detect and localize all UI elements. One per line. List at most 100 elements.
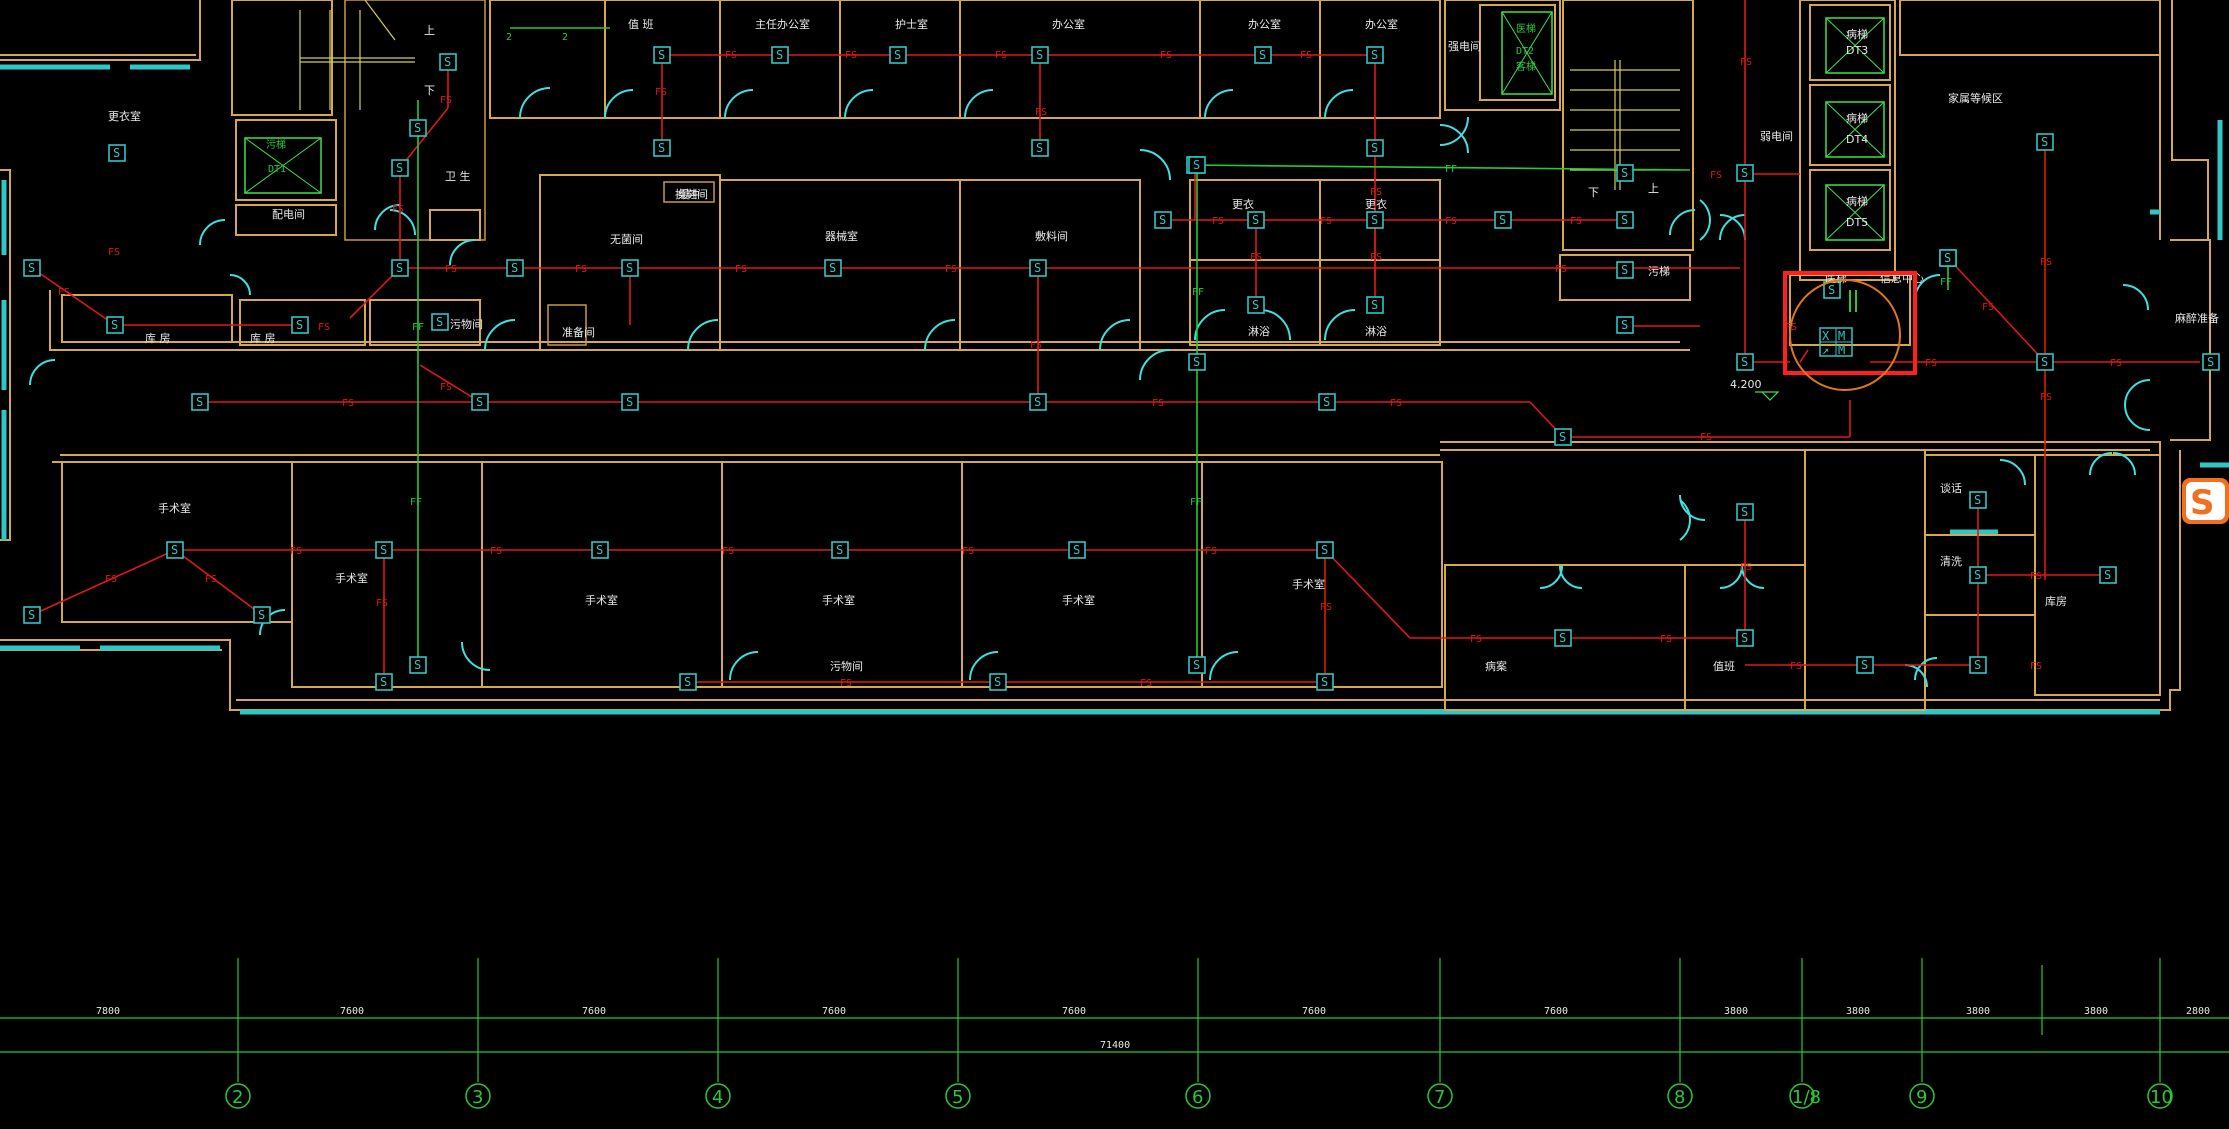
smoke-detector-icon: S [1969, 656, 1987, 674]
smoke-detector-symbol: S [1559, 631, 1566, 645]
fs-label: FS [1035, 107, 1047, 118]
room-label: 污梯 [1648, 265, 1670, 278]
smoke-detector-icon: S [375, 541, 393, 559]
ff-label-1: FF [412, 322, 424, 333]
smoke-detector-symbol: S [1741, 505, 1748, 519]
dimension-span: 3800 [2084, 1006, 2108, 1017]
room-label: 无菌间 [610, 233, 643, 246]
fs-label: FS [342, 398, 354, 409]
smoke-detector-icon: S [471, 393, 489, 411]
smoke-detector-symbol: S [476, 395, 483, 409]
panel-symbol: X M ↗ M [1819, 327, 1853, 357]
doors [29, 87, 2151, 688]
axis-bubble [945, 1083, 971, 1109]
dimension-span: 7600 [1302, 1006, 1326, 1017]
axis-bubble [225, 1083, 251, 1109]
panel-symbol-m2: M [1838, 343, 1845, 357]
fs-label: FS [1250, 252, 1262, 263]
stair-up-label-right: 上 [1648, 182, 1659, 195]
smoke-detector-icon: S [23, 259, 41, 277]
smoke-detector-symbol: S [1323, 395, 1330, 409]
fs-label: FS [1470, 634, 1482, 645]
sogou-icon-glyph: S [2190, 483, 2215, 523]
fs-label: FS [722, 546, 734, 557]
room-label: 值班 [1713, 660, 1735, 673]
fs-label: FS [490, 546, 502, 557]
smoke-detector-symbol: S [1944, 251, 1951, 265]
smoke-detector-icon: S [1247, 296, 1265, 314]
fs-label: FS [1790, 661, 1802, 672]
fs-label: FS [1320, 216, 1332, 227]
smoke-detector-icon: S [1366, 296, 1384, 314]
fs-label: FS [58, 287, 70, 298]
room-label: 更衣 [1365, 197, 1387, 211]
smoke-detector-symbol: S [658, 141, 665, 155]
dimension-lines [0, 1017, 2229, 1053]
room-label: 换鞋间 [675, 187, 708, 201]
room-label: 家属等候区 [1948, 91, 2003, 105]
smoke-detector-symbol: S [1073, 543, 1080, 557]
dimension-total: 71400 [1100, 1040, 1130, 1051]
fs-label: FS [392, 204, 404, 215]
dimension-span: 7800 [96, 1006, 120, 1017]
axis-bubble [1185, 1083, 1211, 1109]
smoke-detector-symbol: S [1193, 658, 1200, 672]
elevator-dt2: 医梯 DT2 客梯 [1501, 11, 1553, 95]
elevator-dt4: 病梯 DT4 [1825, 101, 1885, 158]
smoke-detector-symbol: S [994, 675, 1001, 689]
room-label: 更衣室 [108, 109, 141, 123]
smoke-detector-icon: S [108, 144, 126, 162]
room-label: 手术室 [822, 593, 855, 607]
fs-label: FS [318, 322, 330, 333]
dimension-span: 3800 [1966, 1006, 1990, 1017]
smoke-detector-icon: S [889, 46, 907, 64]
smoke-detector-symbol: S [2207, 355, 2214, 369]
smoke-detector-icon: S [1554, 629, 1572, 647]
smoke-detector-symbol: S [396, 161, 403, 175]
fs-label: FS [962, 546, 974, 557]
room-label: 污物间 [830, 659, 863, 673]
glazing [0, 64, 2229, 715]
fs-label: FS [1320, 602, 1332, 613]
elevator-dt5-id: DT5 [1846, 216, 1868, 229]
fs-label: FS [1370, 252, 1382, 263]
fs-label: FS [1570, 216, 1582, 227]
smoke-detector-icon: S [1969, 566, 1987, 584]
smoke-detector-icon: S [1939, 249, 1957, 267]
fs-label: FS [655, 87, 667, 98]
smoke-detector-icon: S [679, 673, 697, 691]
fs-label: FS [290, 546, 302, 557]
smoke-detector-symbol: S [28, 261, 35, 275]
fs-label: FS [1140, 678, 1152, 689]
sogou-input-icon[interactable]: S [2182, 478, 2229, 524]
axis-label: 3 [472, 1087, 483, 1108]
smoke-detector-symbol: S [1159, 213, 1166, 227]
smoke-detector-icon: S [989, 673, 1007, 691]
smoke-detector-symbol: S [1741, 166, 1748, 180]
smoke-detector-symbol: S [894, 48, 901, 62]
smoke-detector-symbol: S [684, 675, 691, 689]
axis-bubble [705, 1083, 731, 1109]
highlight-box[interactable] [1783, 271, 1917, 375]
smoke-detector-icon: S [1068, 541, 1086, 559]
panel-symbol-m: M [1838, 329, 1845, 343]
room-label: 更衣 [1232, 197, 1254, 211]
smoke-detector-symbol: S [511, 261, 518, 275]
smoke-detector-symbol: S [436, 315, 443, 329]
fs-label: FS [376, 598, 388, 609]
smoke-detector-symbol: S [1974, 658, 1981, 672]
fs-label: FS [945, 264, 957, 275]
highlight-annotation[interactable]: X M ↗ M [1775, 265, 1917, 406]
smoke-detector-icon: S [771, 46, 789, 64]
fs-label: FS [1370, 187, 1382, 198]
room-number-a: 2 [506, 32, 512, 43]
smoke-detector-symbol: S [171, 543, 178, 557]
elevator-dt1-type: 污梯 [266, 138, 286, 151]
smoke-detector-icon: S [621, 259, 639, 277]
dimension-span: 7600 [1062, 1006, 1086, 1017]
fs-label: FS [205, 574, 217, 585]
room-label: 手术室 [335, 571, 368, 585]
smoke-detector-icon: S [439, 53, 457, 71]
elevator-dt3: 病梯 DT3 [1825, 17, 1885, 74]
